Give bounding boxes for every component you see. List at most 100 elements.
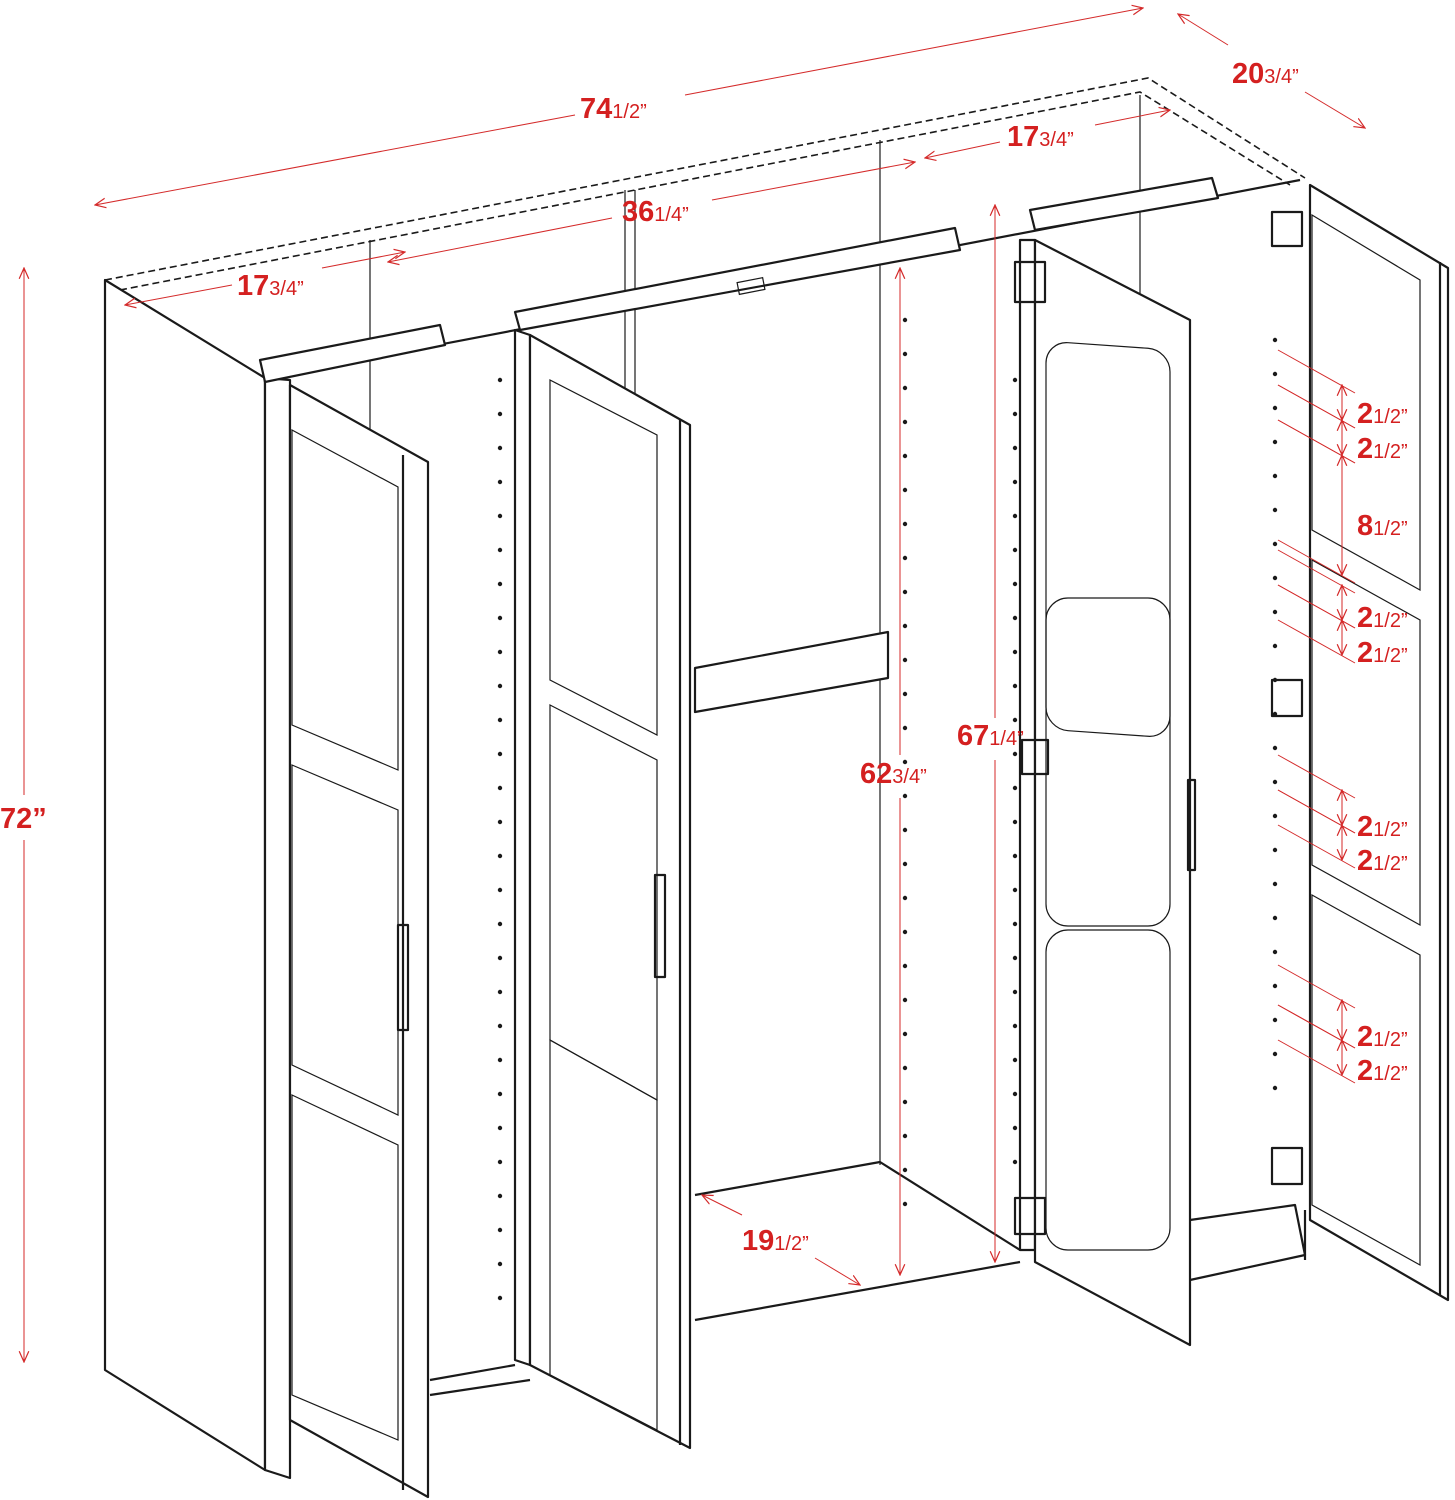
shelf-pin-hole bbox=[1012, 955, 1018, 961]
shelf-pin-hole bbox=[1012, 785, 1018, 791]
shelf-pin-hole bbox=[902, 759, 908, 765]
shelf-pin-hole bbox=[497, 785, 503, 791]
shelf-pin-hole bbox=[1272, 1085, 1278, 1091]
shelf-pin-hole bbox=[902, 453, 908, 459]
section-left-width-label: 173/4” bbox=[237, 270, 304, 302]
shelf-pin-hole bbox=[1012, 717, 1018, 723]
shelf-pin-hole bbox=[497, 1125, 503, 1131]
shelf-pin-hole bbox=[902, 725, 908, 731]
shelf-pin-hole bbox=[1012, 581, 1018, 587]
shelf-spacing-label: 21/2” bbox=[1357, 433, 1408, 465]
shelf-pin-hole bbox=[902, 1133, 908, 1139]
shelf-pin-hole bbox=[1012, 445, 1018, 451]
shelf-pin-hole bbox=[1012, 921, 1018, 927]
overall-depth-label: 203/4” bbox=[1232, 58, 1299, 90]
shelf-pin-hole bbox=[1012, 479, 1018, 485]
shelf-pin-hole bbox=[1272, 439, 1278, 445]
shelf-pin-hole bbox=[902, 487, 908, 493]
shelf-pin-hole bbox=[902, 1167, 908, 1173]
extension-line bbox=[1277, 419, 1356, 464]
shelf-pin-hole bbox=[1272, 371, 1278, 377]
shelf-pin-hole bbox=[1012, 411, 1018, 417]
shelf-pin-hole bbox=[497, 513, 503, 519]
extension-line bbox=[1277, 619, 1356, 664]
shelf-pin-hole bbox=[902, 555, 908, 561]
shelf-pin-hole bbox=[1272, 541, 1278, 547]
shelf-pin-hole bbox=[1272, 915, 1278, 921]
shelf-pin-hole bbox=[902, 1201, 908, 1207]
shelf-pin-hole bbox=[1012, 1023, 1018, 1029]
door-handle-icon bbox=[396, 923, 410, 1032]
section-right-width-label: 173/4” bbox=[1007, 121, 1074, 153]
shelf-pin-hole bbox=[902, 691, 908, 697]
shelf-pin-hole bbox=[1012, 377, 1018, 383]
shelf-pin-hole bbox=[1012, 853, 1018, 859]
shelf-pin-hole bbox=[1012, 887, 1018, 893]
shelf-pin-hole bbox=[497, 1091, 503, 1097]
shelf-pin-hole bbox=[1272, 983, 1278, 989]
shelf-spacing-label: 21/2” bbox=[1357, 602, 1408, 634]
shelf-pin-hole bbox=[1012, 513, 1018, 519]
shelf-pin-hole bbox=[1012, 819, 1018, 825]
shelf-pin-hole bbox=[1272, 507, 1278, 513]
shelf-pin-hole bbox=[902, 929, 908, 935]
door-right bbox=[1270, 183, 1450, 1302]
extension-line bbox=[1277, 824, 1356, 869]
shelf-pin-hole bbox=[1012, 1159, 1018, 1165]
door-center-right bbox=[1013, 238, 1197, 1347]
shelf-pin-hole bbox=[497, 1057, 503, 1063]
shelf-pin-hole bbox=[902, 521, 908, 527]
extension-line bbox=[1277, 384, 1356, 429]
shelf-pin-hole bbox=[497, 989, 503, 995]
shelf-pin-hole bbox=[902, 1065, 908, 1071]
shelf-pin-hole bbox=[497, 445, 503, 451]
extension-line bbox=[1277, 1004, 1356, 1049]
shelf-pin-hole bbox=[497, 649, 503, 655]
extension-line bbox=[1277, 789, 1356, 834]
shelf-pin-hole bbox=[902, 385, 908, 391]
shelf-pin-hole bbox=[1012, 751, 1018, 757]
shelf-pin-hole bbox=[902, 317, 908, 323]
shelf-pin-hole bbox=[497, 547, 503, 553]
shelf-pin-hole bbox=[1272, 847, 1278, 853]
shelf-pin-hole bbox=[1012, 1091, 1018, 1097]
shelf-spacing-label: 21/2” bbox=[1357, 1055, 1408, 1087]
extension-line bbox=[1277, 549, 1356, 594]
shelf-pin-hole bbox=[902, 589, 908, 595]
side-interior-height-label: 671/4” bbox=[957, 720, 1024, 752]
shelf-pin-hole bbox=[1012, 649, 1018, 655]
door-handle-icon bbox=[653, 873, 667, 979]
shelf-pin-hole bbox=[902, 623, 908, 629]
shelf-spacing-label: 81/2” bbox=[1357, 510, 1408, 542]
shelf-pin-hole bbox=[497, 615, 503, 621]
shelf-pin-hole bbox=[497, 887, 503, 893]
shelf-pin-hole bbox=[1272, 1051, 1278, 1057]
shelf-pin-hole bbox=[902, 657, 908, 663]
shelf-pin-hole bbox=[1012, 1057, 1018, 1063]
shelf-pin-hole bbox=[1012, 615, 1018, 621]
hinge-icon bbox=[1270, 1146, 1304, 1186]
dimension-lines bbox=[24, 8, 1365, 1362]
door-left bbox=[288, 383, 430, 1499]
overall-height-label: 72” bbox=[0, 803, 47, 835]
hinge-icon bbox=[1013, 1196, 1047, 1236]
shelf-pin-hole bbox=[1272, 745, 1278, 751]
extension-line bbox=[1277, 584, 1356, 629]
shelf-pin-hole bbox=[1272, 405, 1278, 411]
shelf-pin-hole bbox=[497, 581, 503, 587]
hinge-icon bbox=[1270, 678, 1304, 718]
shelf-pin-hole bbox=[902, 963, 908, 969]
shelf-pin-hole bbox=[1272, 881, 1278, 887]
shelf-pin-hole bbox=[497, 819, 503, 825]
hinge-icon bbox=[1013, 260, 1047, 304]
shelf-spacing-label: 21/2” bbox=[1357, 845, 1408, 877]
extension-line bbox=[1277, 349, 1356, 394]
shelf-pin-hole bbox=[1272, 1017, 1278, 1023]
shelf-pin-hole bbox=[1272, 575, 1278, 581]
shelf-pin-hole bbox=[902, 419, 908, 425]
shelf-pin-hole bbox=[1272, 779, 1278, 785]
shelf-spacing-label: 21/2” bbox=[1357, 811, 1408, 843]
extension-line bbox=[1277, 754, 1356, 799]
shelf-pin-hole bbox=[902, 351, 908, 357]
extension-line bbox=[1277, 964, 1356, 1009]
